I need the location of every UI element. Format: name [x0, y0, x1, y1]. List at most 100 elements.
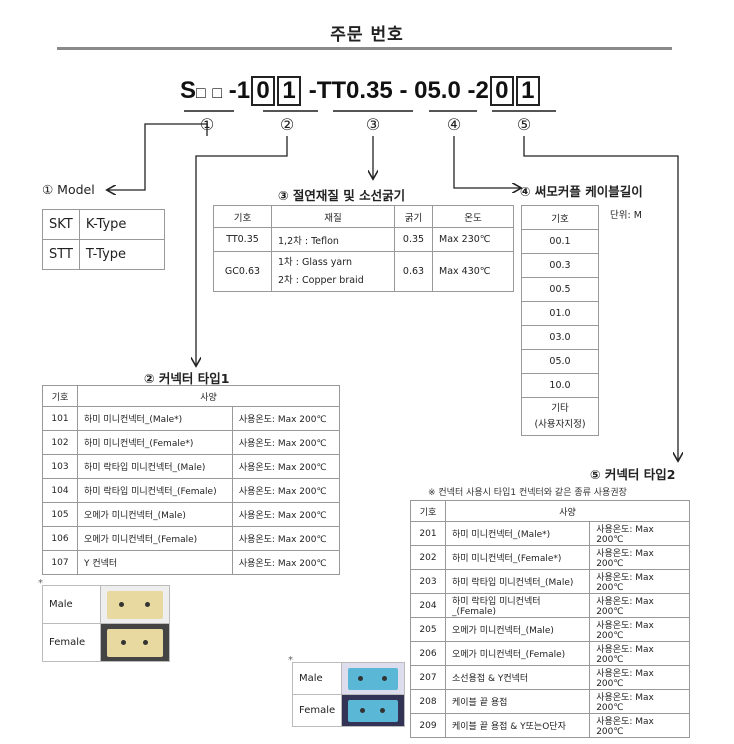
code-dash-4: -: [467, 77, 476, 104]
connector-temp: 사용온도: Max 200℃: [231, 454, 341, 479]
insulation-gauge: 0.35: [394, 227, 433, 252]
cable-length-unit: 단위: M: [610, 210, 642, 221]
underline-model: [184, 110, 234, 112]
connector-code: 207: [410, 665, 446, 690]
insulation-material: 1,2차 : Teflon: [271, 227, 395, 252]
connector-code: 102: [42, 430, 78, 455]
cable-length-label: ④ 써모커플 케이블길이: [520, 184, 643, 199]
connector-spec: 오메가 미니컨넥터_(Male): [444, 617, 591, 642]
connector-code: 202: [410, 545, 446, 570]
photo1-star: *: [38, 578, 43, 589]
connector-temp: 사용온도: Max 200℃: [589, 545, 690, 570]
underline-insulation: [333, 110, 413, 112]
connector-code: 106: [42, 526, 78, 551]
model-type: T-Type: [78, 239, 165, 270]
model-code: SKT: [42, 209, 80, 240]
photo2-table: Male Female: [291, 662, 406, 727]
female-plug-image: [107, 628, 163, 657]
page-title: 주문 번호: [330, 25, 404, 45]
connector2-label: ⑤ 커넥터 타입2: [590, 467, 676, 482]
connector-code: 205: [410, 617, 446, 642]
connector2-note: ※ 컨넥터 사용시 타입1 컨넥터와 같은 종류 사용권장: [428, 488, 627, 498]
connector-temp: 사용온도: Max 200℃: [589, 641, 690, 666]
code-seg1-lead: 1: [236, 77, 251, 104]
model-type: K-Type: [78, 209, 165, 240]
length-value: 10.0: [521, 373, 599, 398]
col-header: 굵기: [394, 205, 433, 228]
code-blank-2: □: [212, 85, 223, 102]
connector-spec: Y 컨넥터: [77, 550, 233, 575]
length-value: 00.1: [521, 229, 599, 254]
col-header: 기호: [42, 385, 78, 407]
table-header-row: 기호 사양: [42, 385, 340, 407]
connector-temp: 사용온도: Max 200℃: [589, 689, 690, 714]
arrow-connector1: [196, 136, 288, 365]
insulation-table: 기호 재질 굵기 온도 TT0.35 1,2차 : Teflon 0.35 Ma…: [213, 205, 514, 292]
connector-spec: 하미 미니컨넥터_(Female*): [444, 545, 591, 570]
insulation-label: ③ 절연재질 및 소선굵기: [278, 188, 406, 203]
other-line-1: 기타: [551, 402, 569, 414]
connector-temp: 사용온도: Max 200℃: [231, 406, 341, 431]
connector-spec: 오메가 미니컨넥터_(Female): [77, 526, 233, 551]
male-connector-photo: [341, 662, 406, 695]
col-header: 기호: [410, 500, 446, 522]
col-header: 사양: [445, 500, 690, 522]
table-header-row: 기호 사양: [410, 500, 690, 522]
other-line-2: (사용자지정): [534, 418, 586, 430]
underline-connector2: [492, 110, 556, 112]
material-line-1: 1차 : Glass yarn: [278, 256, 352, 268]
col-header: 재질: [271, 205, 395, 228]
connector-spec: 오메가 미니컨넥터_(Female): [444, 641, 591, 666]
table-row: SKT K-Type: [42, 209, 165, 240]
length-value-other: 기타 (사용자지정): [521, 397, 599, 436]
female-connector-photo: [341, 694, 406, 727]
col-header: 사양: [77, 385, 340, 407]
underline-length: [429, 110, 477, 112]
photo-label-female: Female: [42, 623, 101, 662]
connector-temp: 사용온도: Max 200℃: [231, 550, 341, 575]
model-label: ① Model: [42, 182, 95, 197]
length-value: 05.0: [521, 349, 599, 374]
connector-code: 107: [42, 550, 78, 575]
connector-code: 203: [410, 569, 446, 594]
arrow-model: [108, 123, 208, 190]
code-seg4-box-2: 1: [515, 76, 540, 106]
female-connector-photo: [100, 623, 170, 662]
length-value: 01.0: [521, 301, 599, 326]
length-value: 00.5: [521, 277, 599, 302]
insulation-temp: Max 430℃: [432, 251, 514, 292]
photo-label-female: Female: [291, 694, 343, 727]
table-row: STT T-Type: [42, 239, 165, 270]
connector-temp: 사용온도: Max 200℃: [231, 430, 341, 455]
code-seg1-box-1: 0: [251, 76, 276, 106]
code-prefix: S: [180, 77, 197, 104]
insulation-temp: Max 230℃: [432, 227, 514, 252]
marker-5: ⑤: [516, 115, 532, 134]
connector-code: 101: [42, 406, 78, 431]
code-seg2: TT0.35: [316, 77, 393, 104]
connector-spec: 케이블 끝 용접 & Y또는O단자: [444, 713, 591, 738]
code-seg4-lead: 2: [475, 77, 489, 104]
length-value: 03.0: [521, 325, 599, 350]
connector-code: 209: [410, 713, 446, 738]
connector-code: 104: [42, 478, 78, 503]
photo1-table: Male Female: [42, 585, 170, 662]
connector-temp: 사용온도: Max 200℃: [589, 665, 690, 690]
connector-temp: 사용온도: Max 200℃: [231, 526, 341, 551]
photo2-star: *: [288, 655, 293, 666]
material-line-2: 2차 : Copper braid: [278, 274, 364, 286]
